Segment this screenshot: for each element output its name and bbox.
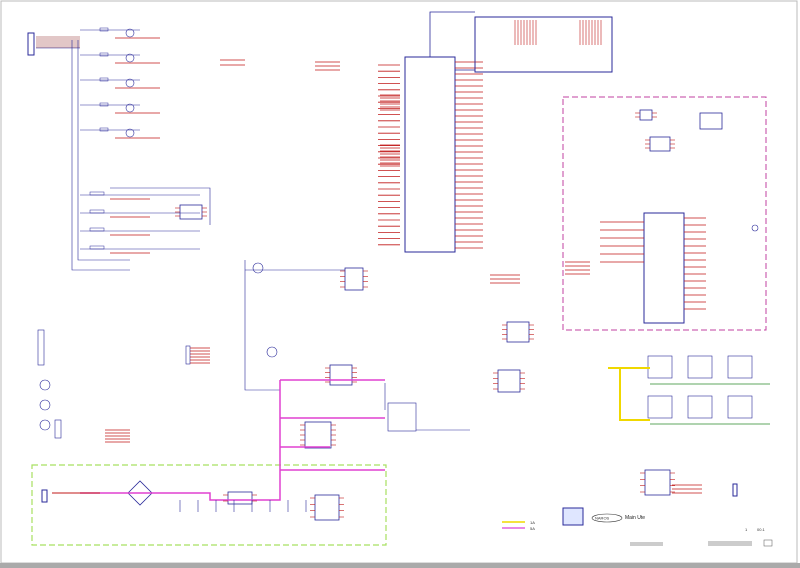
resistor — [99, 77, 109, 82]
ic-chip — [497, 369, 521, 393]
ic-chip — [649, 136, 671, 152]
regulator-ic — [304, 421, 332, 449]
regulator-ic — [314, 494, 340, 521]
transistor — [125, 78, 135, 88]
bus-wire — [429, 11, 475, 57]
resistor — [99, 52, 109, 57]
resistor — [99, 27, 109, 32]
jack — [39, 379, 51, 391]
ic-chip — [644, 469, 671, 496]
transistor — [266, 346, 278, 358]
transistor — [125, 103, 135, 113]
ic-chip — [506, 321, 530, 343]
wire — [244, 260, 280, 391]
amplifier-ic — [344, 267, 364, 291]
sheet-number: 1 — [745, 527, 748, 532]
jack — [39, 399, 51, 411]
power-trace — [80, 380, 281, 501]
ic-chip — [699, 112, 723, 130]
relay-driver — [647, 395, 673, 419]
relay-driver — [687, 355, 713, 379]
bus-wire — [77, 40, 130, 261]
wire — [110, 187, 211, 225]
regulator-ic — [227, 491, 253, 505]
connector — [54, 419, 62, 439]
bus-wire — [71, 40, 130, 271]
legend-label-1a: 1A — [530, 520, 535, 525]
regulator-ic — [329, 364, 353, 386]
power-supply-section — [31, 464, 387, 546]
connector — [185, 345, 191, 365]
title-block: NAROS Main Ute 1 00.1 — [562, 507, 773, 547]
transistor — [125, 128, 135, 138]
resistor — [99, 127, 109, 132]
test-point — [751, 224, 759, 232]
transistor — [125, 28, 135, 38]
main-mcu-chip — [404, 56, 456, 253]
relay-driver — [727, 395, 753, 419]
connector — [732, 483, 738, 497]
bus-wire — [455, 17, 476, 71]
relay-driver — [687, 395, 713, 419]
relay-driver — [727, 355, 753, 379]
trace-legend: 1A 5A — [502, 520, 535, 531]
sheet-title: Main Ute — [625, 515, 645, 521]
resistor — [99, 102, 109, 107]
revision: 00.1 — [757, 527, 766, 532]
connector — [27, 32, 35, 56]
peripheral-ic — [643, 212, 685, 324]
mosfet-pair — [387, 402, 417, 432]
transistor — [125, 53, 135, 63]
op-amp-ic — [179, 204, 203, 220]
ic-chip — [639, 109, 653, 121]
legend-label-5a: 5A — [530, 526, 535, 531]
power-connector — [41, 489, 48, 503]
company-logo: NAROS — [595, 516, 610, 521]
transistor — [252, 262, 264, 274]
page-shadow — [0, 563, 800, 568]
mcu-peripheral-section — [562, 96, 767, 331]
connector — [37, 329, 45, 366]
jack — [39, 419, 51, 431]
